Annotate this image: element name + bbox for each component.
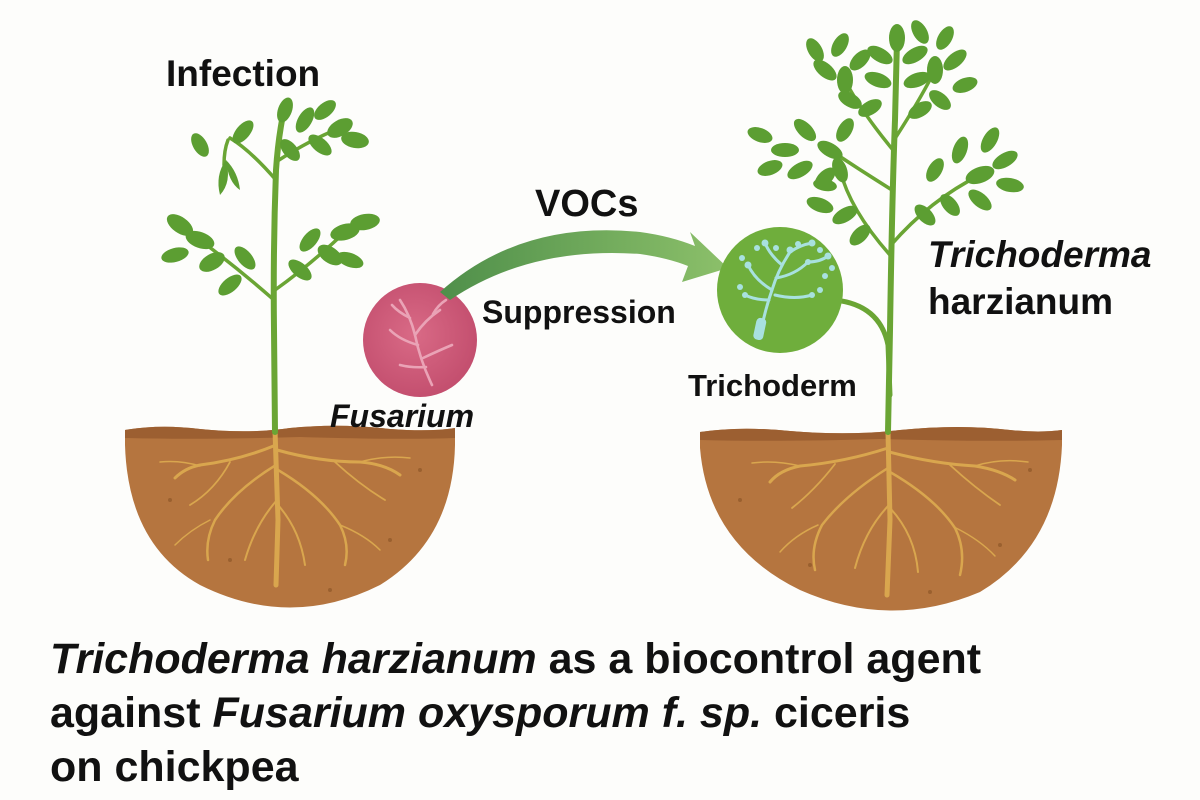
infected-plant — [125, 97, 455, 608]
caption-text-3: ciceris — [762, 689, 911, 737]
caption-line-3: on chickpea — [50, 740, 1170, 794]
left-soil — [125, 425, 455, 608]
right-stem — [885, 37, 900, 435]
left-leaves — [161, 97, 380, 296]
fusarium-label: Fusarium — [330, 398, 475, 434]
fusarium-pathogen-circle — [363, 283, 477, 397]
caption-pathogen-name: Fusarium oxysporum f. sp. — [212, 689, 763, 737]
caption-text-2: against — [50, 689, 213, 737]
diagram-caption: Trichoderma harzianum as a biocontrol ag… — [50, 632, 1170, 794]
right-soil — [700, 427, 1062, 611]
left-roots — [159, 427, 411, 588]
trichoderma-name-line2: harzianum — [928, 281, 1114, 322]
suppression-label: Suppression — [482, 294, 676, 330]
infection-label: Infection — [166, 53, 321, 94]
right-roots — [751, 429, 1029, 598]
healthy-plant — [700, 20, 1062, 611]
caption-text-4: on chickpea — [50, 743, 299, 791]
trichoderma-name-line1: Trichoderma — [928, 234, 1152, 275]
vocs-arrow — [440, 230, 728, 300]
trichoderm-label: Trichoderm — [688, 368, 857, 403]
caption-line-2: against Fusarium oxysporum f. sp. ciceri… — [50, 686, 1170, 740]
right-leaves — [747, 20, 1024, 246]
caption-text-1: as a biocontrol agent — [536, 635, 982, 683]
caption-species-name: Trichoderma harzianum — [50, 635, 537, 683]
vocs-label: VOCs — [535, 183, 639, 225]
left-stem — [270, 112, 286, 435]
caption-line-1: Trichoderma harzianum as a biocontrol ag… — [50, 632, 1170, 686]
